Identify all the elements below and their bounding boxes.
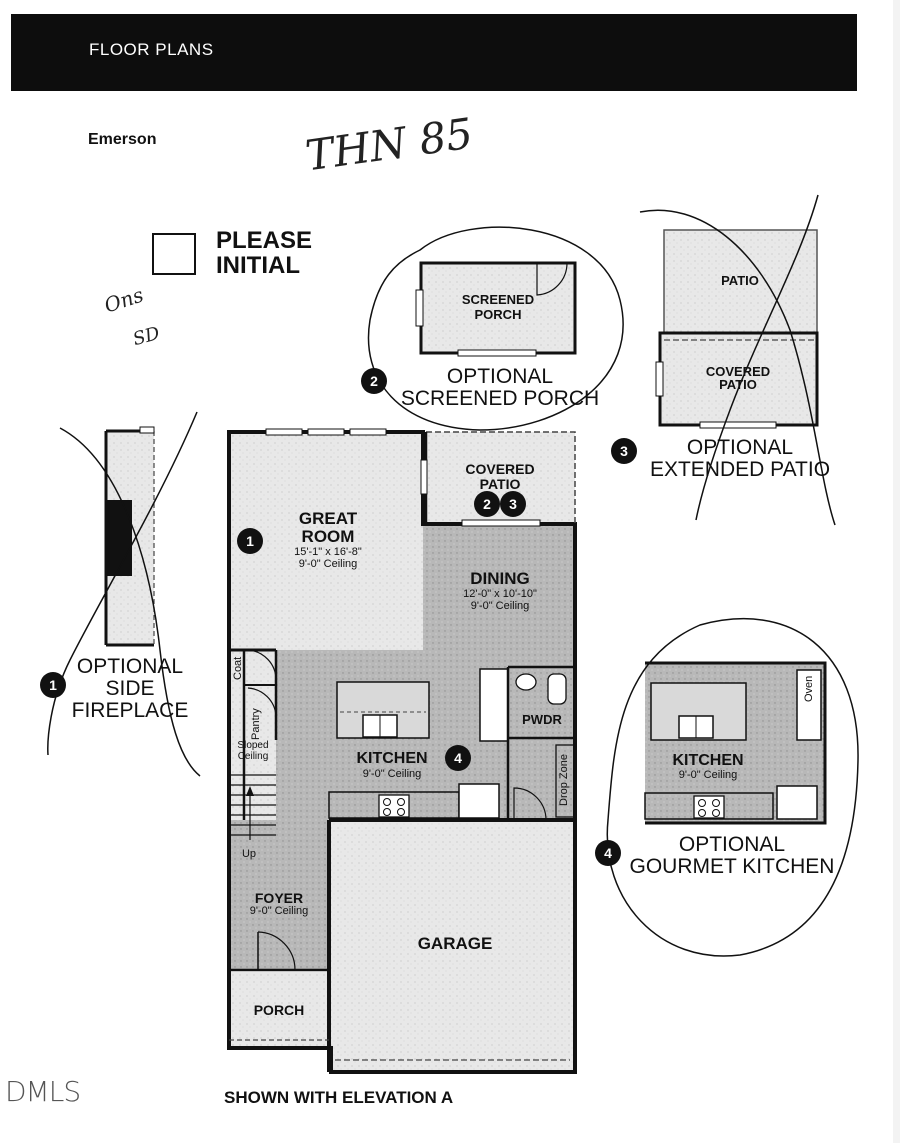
elevation-caption: SHOWN WITH ELEVATION A xyxy=(224,1088,454,1107)
drop-zone-label: Drop Zone xyxy=(558,754,570,806)
kitchen-option-badge: 4 xyxy=(445,745,471,771)
garage-label: GARAGE xyxy=(417,934,493,953)
foyer-ceiling: 9'-0" Ceiling xyxy=(249,905,309,917)
great-room-size: 15'-1" x 16'-8" xyxy=(294,546,362,558)
sloped-ceiling-line2: Ceiling xyxy=(237,751,269,762)
screened-porch-option-badge: 2 xyxy=(361,368,387,394)
coat-closet-label: Coat xyxy=(232,656,244,680)
pantry-label: Pantry xyxy=(250,708,262,740)
extended-patio-title-line1: OPTIONAL xyxy=(686,436,794,459)
covered-patio-line1: COVERED xyxy=(465,461,535,477)
header-title: FLOOR PLANS xyxy=(89,40,214,59)
great-room-name-line1: GREAT xyxy=(298,509,358,528)
main-floor-plan xyxy=(227,428,577,1074)
gourmet-kitchen-option-title: OPTIONAL GOURMET KITCHEN xyxy=(618,834,846,878)
side-fireplace-option-badge: 1 xyxy=(40,672,66,698)
mls-watermark-logo: DMLS xyxy=(5,1075,81,1108)
extended-covered-patio-line2: PATIO xyxy=(719,377,757,392)
foyer-label: FOYER xyxy=(254,890,304,906)
powder-room-label: PWDR xyxy=(522,712,562,727)
optional-extended-patio-drawing xyxy=(639,194,836,526)
initial-checkbox[interactable] xyxy=(152,233,196,275)
great-room-label: GREAT ROOM xyxy=(270,510,386,546)
optional-screened-porch-drawing xyxy=(367,226,624,431)
dining-ceiling: 9'-0" Ceiling xyxy=(470,600,530,612)
extended-patio-label: PATIO xyxy=(721,273,759,288)
screened-porch-room-line2: PORCH xyxy=(474,307,522,322)
optional-side-fireplace-drawing xyxy=(47,411,201,777)
screened-porch-title-line1: OPTIONAL xyxy=(446,365,554,388)
great-room-ceiling: 9'-0" Ceiling xyxy=(298,558,358,570)
covered-patio-line2: PATIO xyxy=(479,476,521,492)
extended-patio-option-badge: 3 xyxy=(611,438,637,464)
stairs-up-label: Up xyxy=(241,848,257,860)
great-room-option-badge: 1 xyxy=(237,528,263,554)
extended-covered-patio-label: COVERED PATIO xyxy=(690,365,786,391)
side-fireplace-title-line1: OPTIONAL xyxy=(76,655,184,678)
screened-porch-option-title: OPTIONAL SCREENED PORCH xyxy=(380,366,620,410)
great-room-name-line2: ROOM xyxy=(301,527,355,546)
patio-option-badge-2: 2 xyxy=(474,491,500,517)
side-fireplace-option-title: OPTIONAL SIDE FIREPLACE xyxy=(62,656,198,722)
oven-label: Oven xyxy=(803,675,815,702)
extended-patio-title-line2: EXTENDED PATIO xyxy=(649,458,831,481)
side-fireplace-title-line3: FIREPLACE xyxy=(71,699,189,722)
gourmet-kitchen-title-line1: OPTIONAL xyxy=(678,833,786,856)
initial-prompt-line1: PLEASE xyxy=(216,227,313,254)
dining-size: 12'-0" x 10'-10" xyxy=(463,588,537,600)
header-bar xyxy=(11,14,857,91)
covered-patio-label: COVERED PATIO xyxy=(440,462,560,492)
extended-covered-patio-line1: COVERED xyxy=(705,364,771,379)
gourmet-kitchen-title-line2: GOURMET KITCHEN xyxy=(629,855,835,878)
sloped-ceiling-line1: Sloped xyxy=(237,740,269,751)
screened-porch-title-line2: SCREENED PORCH xyxy=(400,387,600,410)
extended-patio-option-title: OPTIONAL EXTENDED PATIO xyxy=(636,437,844,481)
kitchen-label: KITCHEN xyxy=(356,750,428,767)
dining-label: DINING xyxy=(470,569,530,588)
initial-prompt: PLEASE INITIAL xyxy=(216,228,336,278)
gourmet-kitchen-ceiling: 9'-0" Ceiling xyxy=(678,769,738,781)
gourmet-kitchen-option-badge: 4 xyxy=(595,840,621,866)
side-fireplace-title-line2: SIDE xyxy=(105,677,155,700)
porch-label: PORCH xyxy=(253,1002,305,1018)
kitchen-ceiling: 9'-0" Ceiling xyxy=(362,768,422,780)
screened-porch-room-line1: SCREENED xyxy=(461,292,535,307)
optional-gourmet-kitchen-drawing xyxy=(606,617,859,957)
initial-prompt-line2: INITIAL xyxy=(216,252,300,279)
sloped-ceiling-label: Sloped Ceiling xyxy=(230,740,276,762)
patio-option-badge-3: 3 xyxy=(500,491,526,517)
gourmet-kitchen-room-label: KITCHEN xyxy=(672,752,744,769)
screened-porch-room-label: SCREENED PORCH xyxy=(438,292,558,322)
plan-name: Emerson xyxy=(88,131,157,148)
